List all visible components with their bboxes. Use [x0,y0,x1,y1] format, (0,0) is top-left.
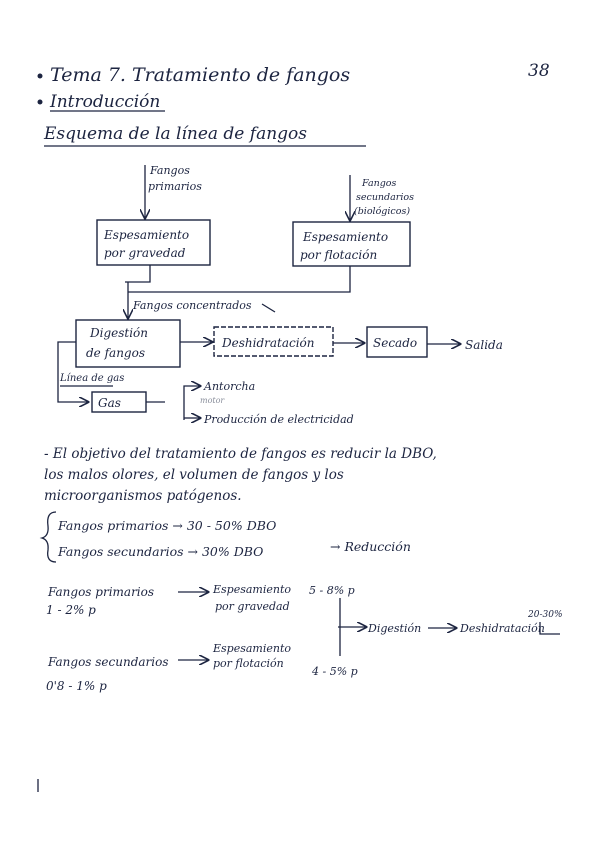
secondary-pct: 0'8 - 1% p [46,679,107,693]
gas-use-label: Producción de electricidad [203,413,354,426]
objective-text: - El objetivo del tratamiento de fangos … [44,446,437,462]
connector-line [125,265,151,283]
reduction-text: → Reducción [330,539,411,554]
arrow-icon [183,386,200,420]
primary-label: Fangos primarios [47,585,154,599]
secondary-sludge-label: secundarios [356,192,414,203]
gas-line-connector [57,341,88,402]
output-label: Salida [465,338,503,352]
secondary-sludge-label: (biológicos) [354,206,410,217]
digestion-label: Digestión [367,622,421,635]
primary-sludge-label: primarios [148,180,202,193]
box-label: por flotación [300,248,377,262]
page-title: Tema 7. Tratamiento de fangos [50,64,350,86]
box-drying [366,326,428,358]
box-label: Secado [373,336,417,350]
box-label: Digestión [89,326,148,340]
gas-use-small-label: motor [200,396,225,405]
connector-line [128,266,351,293]
thickening-label: por flotación [213,657,284,670]
box-label: Espesamiento [103,228,189,242]
section-heading: Esquema de la línea de fangos [43,124,307,144]
concentration-label: 5 - 8% p [309,584,355,597]
box-label: Gas [98,396,121,410]
box-gravity-thickening [96,219,211,266]
objective-text: los malos olores, el volumen de fangos y… [44,467,344,483]
thickening-label: por gravedad [215,600,290,613]
box-label: Espesamiento [302,230,388,244]
concentration-label: 4 - 5% p [311,665,358,678]
secondary-label: Fangos secundarios [47,655,169,669]
box-dewatering [213,326,334,357]
mixed-sludge-label: Fangos concentrados [132,299,252,312]
dash-mark [261,303,276,313]
connector-line [539,622,560,635]
box-label: de fangos [86,346,145,360]
intro-heading: Introducción [49,92,160,112]
box-flotation-thickening [292,221,411,267]
secondary-sludge-label: Fangos [361,178,397,189]
thickening-label: Espesamiento [212,583,291,596]
primary-sludge-label: Fangos [149,164,190,177]
secondary-row-text: Fangos secundarios → 30% DBO [57,544,263,559]
box-label: por gravedad [104,246,186,260]
brace-icon [39,511,57,563]
box-label: Deshidratación [221,336,315,350]
page-number: 38 [528,61,550,81]
primary-pct: 1 - 2% p [46,603,96,617]
gas-use-label: Antorcha [203,380,255,393]
box-digestion [75,319,181,368]
dewatering-label: Deshidratación [459,622,545,635]
primary-row-text: Fangos primarios → 30 - 50% DBO [57,518,276,533]
concentration-label: 20-30% [527,610,563,620]
objective-text: microorganismos patógenos. [44,488,242,504]
thickening-label: Espesamiento [212,642,291,655]
gas-line-label: Línea de gas [59,373,124,384]
bullet-icon [37,99,43,105]
bullet-icon [37,73,43,79]
merge-bracket [338,598,362,656]
